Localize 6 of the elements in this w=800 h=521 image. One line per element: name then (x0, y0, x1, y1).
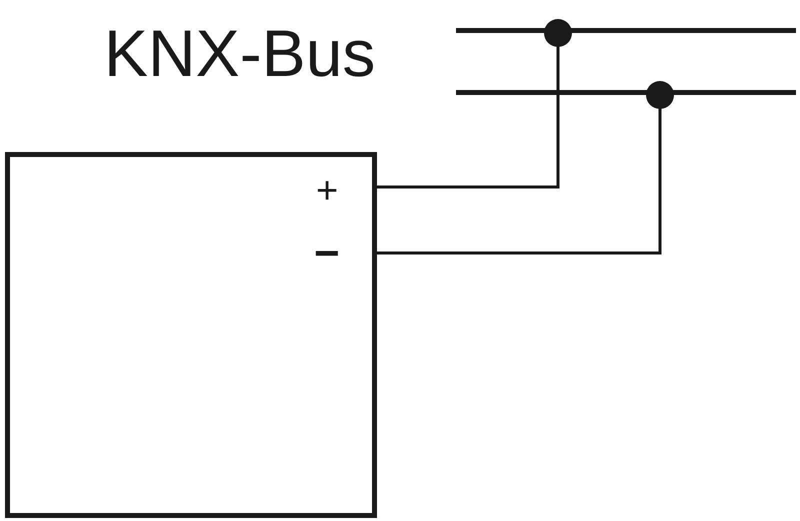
wire (377, 19, 572, 188)
device-box (5, 152, 377, 518)
pin-label: − (314, 232, 340, 276)
wire (377, 81, 674, 254)
pin-label: + (316, 172, 338, 210)
bus-label: KNX-Bus (104, 20, 376, 86)
